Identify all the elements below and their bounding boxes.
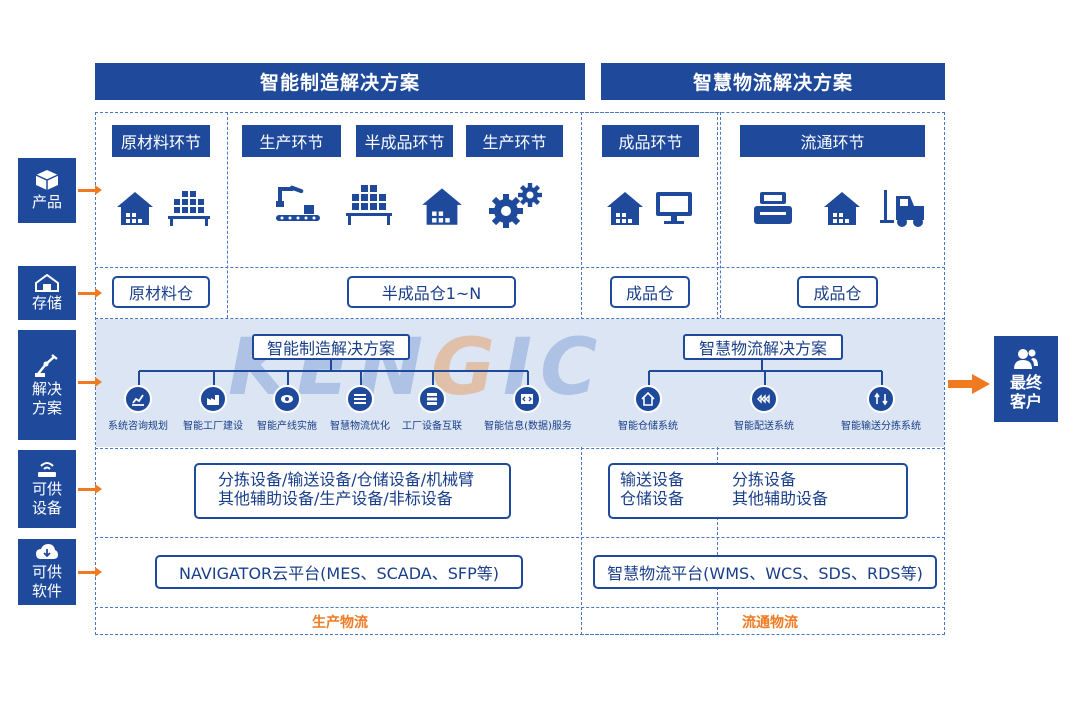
solution-connector-lines: [138, 356, 883, 385]
semi-finished-warehouse: 半成品仓1~N: [347, 276, 516, 308]
arrow-icon: [78, 484, 102, 494]
logistics-equipment-box: 输送设备 仓储设备 分拣设备 其他辅助设备: [608, 463, 908, 519]
side-label-text: 可供: [31, 563, 62, 581]
logistics-solution-header: 智慧物流解决方案: [601, 63, 945, 100]
server-icon: [418, 385, 446, 413]
warehouse-icon: [605, 189, 645, 231]
production-logistics-label: 生产物流: [312, 615, 368, 631]
row-divider: [95, 448, 945, 449]
customer-label-text: 客户: [1009, 392, 1042, 411]
node-label: 智能配送系统: [734, 421, 794, 432]
equipment-list-line: 分拣设备/输送设备/仓储设备/机械臂: [218, 470, 475, 489]
side-label-text: 软件: [31, 582, 62, 600]
eye-icon: [273, 385, 301, 413]
arrow-icon: [78, 288, 102, 298]
side-label-text: 可供: [31, 480, 62, 498]
equipment-list-left: 输送设备 仓储设备: [620, 470, 684, 508]
storage-icon: [35, 273, 59, 292]
arrow-icon: [78, 185, 102, 195]
side-label-text: 设备: [31, 499, 62, 517]
shelf-icon: [166, 189, 212, 231]
side-label-text: 存储: [31, 293, 62, 312]
equipment-list-line: 其他辅助设备/生产设备/非标设备: [218, 489, 453, 508]
equipment-list-line: 仓储设备: [620, 489, 685, 508]
node-label: 智能工厂建设: [183, 421, 243, 432]
gears-icon: [486, 181, 546, 233]
equipment-list-line: 分拣设备: [732, 470, 797, 489]
cash-register-icon: [752, 190, 794, 230]
side-label-storage: 存储: [18, 266, 76, 320]
side-label-text: 方案: [31, 399, 62, 417]
robot-arm-icon: [35, 354, 58, 377]
factory-icon: [199, 385, 227, 413]
warehouse-icon: [822, 189, 862, 231]
node-label: 智能产线实施: [257, 421, 317, 432]
stage-production: 生产环节: [242, 125, 341, 157]
side-label-software: 可供 软件: [18, 539, 76, 605]
node-label: 工厂设备互联: [402, 421, 462, 432]
home-icon: [634, 385, 662, 413]
manufacturing-solution-title: 智能制造解决方案: [252, 334, 410, 360]
stage-finished-product: 成品环节: [602, 125, 699, 157]
row-divider: [95, 318, 945, 319]
arrow-to-customer-icon: [948, 374, 990, 398]
warehouse-icon: [115, 189, 155, 231]
manufacturing-solution-header: 智能制造解决方案: [95, 63, 585, 100]
box-icon: [35, 170, 59, 190]
stage-circulation: 流通环节: [740, 125, 925, 157]
side-label-solution: 解决 方案: [18, 330, 76, 440]
smart-logistics-platform: 智慧物流平台(WMS、WCS、SDS、RDS等): [593, 555, 937, 589]
row-divider: [95, 537, 945, 538]
row-divider: [95, 267, 945, 268]
chart-icon: [124, 385, 152, 413]
navigator-cloud-platform: NAVIGATOR云平台(MES、SCADA、SFP等): [155, 555, 523, 589]
logistics-solution-title: 智慧物流解决方案: [683, 334, 843, 360]
node-label: 智能输送分拣系统: [841, 421, 921, 432]
node-label: 智能仓储系统: [618, 421, 678, 432]
column-divider: [227, 112, 228, 318]
node-label: 智慧物流优化: [330, 421, 390, 432]
circulation-logistics-label: 流通物流: [742, 615, 798, 631]
shelf-icon: [344, 183, 394, 231]
router-icon: [38, 462, 56, 477]
warehouse-icon: [420, 185, 464, 231]
finished-goods-warehouse: 成品仓: [610, 276, 690, 308]
equipment-list-line: 输送设备: [620, 470, 685, 489]
arrow-icon: [78, 567, 102, 577]
side-label-text: 产品: [31, 193, 62, 211]
manufacturing-equipment-box: 分拣设备/输送设备/仓储设备/机械臂 其他辅助设备/生产设备/非标设备: [194, 463, 511, 519]
side-label-text: 解决: [31, 380, 62, 398]
stage-production-2: 生产环节: [466, 125, 563, 157]
end-customer-box: 最终 客户: [994, 336, 1058, 422]
finished-goods-warehouse-2: 成品仓: [797, 276, 878, 308]
sorting-icon: [867, 385, 895, 413]
stage-raw-material: 原材料环节: [112, 125, 210, 157]
side-label-product: 产品: [18, 158, 76, 223]
arrow-icon: [78, 377, 102, 387]
equipment-list-right: 分拣设备 其他辅助设备: [732, 470, 828, 508]
assembly-line-icon: [274, 183, 322, 231]
code-icon: [513, 385, 541, 413]
customer-icon: [1014, 349, 1038, 369]
customer-label-text: 最终: [1009, 373, 1042, 392]
row-divider: [95, 607, 945, 608]
equipment-list-line: 其他辅助设备: [732, 489, 829, 508]
cloud-download-icon: [36, 544, 58, 559]
delivery-icon: [750, 385, 778, 413]
flow-icon: [346, 385, 374, 413]
stage-semi-finished: 半成品环节: [356, 125, 453, 157]
forklift-icon: [880, 186, 928, 232]
side-label-equipment: 可供 设备: [18, 450, 76, 528]
raw-material-warehouse: 原材料仓: [112, 276, 210, 308]
node-label: 智能信息(数据)服务: [484, 421, 572, 432]
node-label: 系统咨询规划: [108, 421, 168, 432]
monitor-icon: [654, 190, 694, 230]
column-divider: [720, 112, 721, 318]
